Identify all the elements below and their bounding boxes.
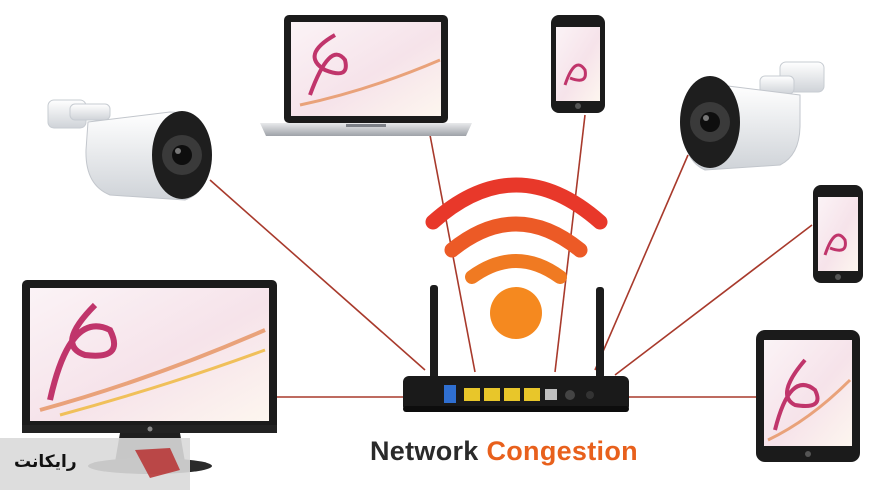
link-phone-right [614,224,813,376]
wifi-icon [425,177,608,339]
laptop [260,15,472,136]
watermark-text: رایکانت [14,452,77,472]
watermark-logo [0,438,190,490]
link-camera-left [209,179,426,371]
security-camera-left [47,99,212,201]
caption-word-congestion: Congestion [486,436,638,466]
smartphone-right [813,185,863,283]
smartphone-top [551,15,605,113]
wifi-router [403,285,629,412]
tablet [756,330,860,462]
link-camera-right [594,154,689,371]
monitor [22,280,277,474]
diagram-caption: Network Congestion [370,436,638,467]
caption-word-network: Network [370,436,479,466]
security-camera-right [680,61,825,171]
